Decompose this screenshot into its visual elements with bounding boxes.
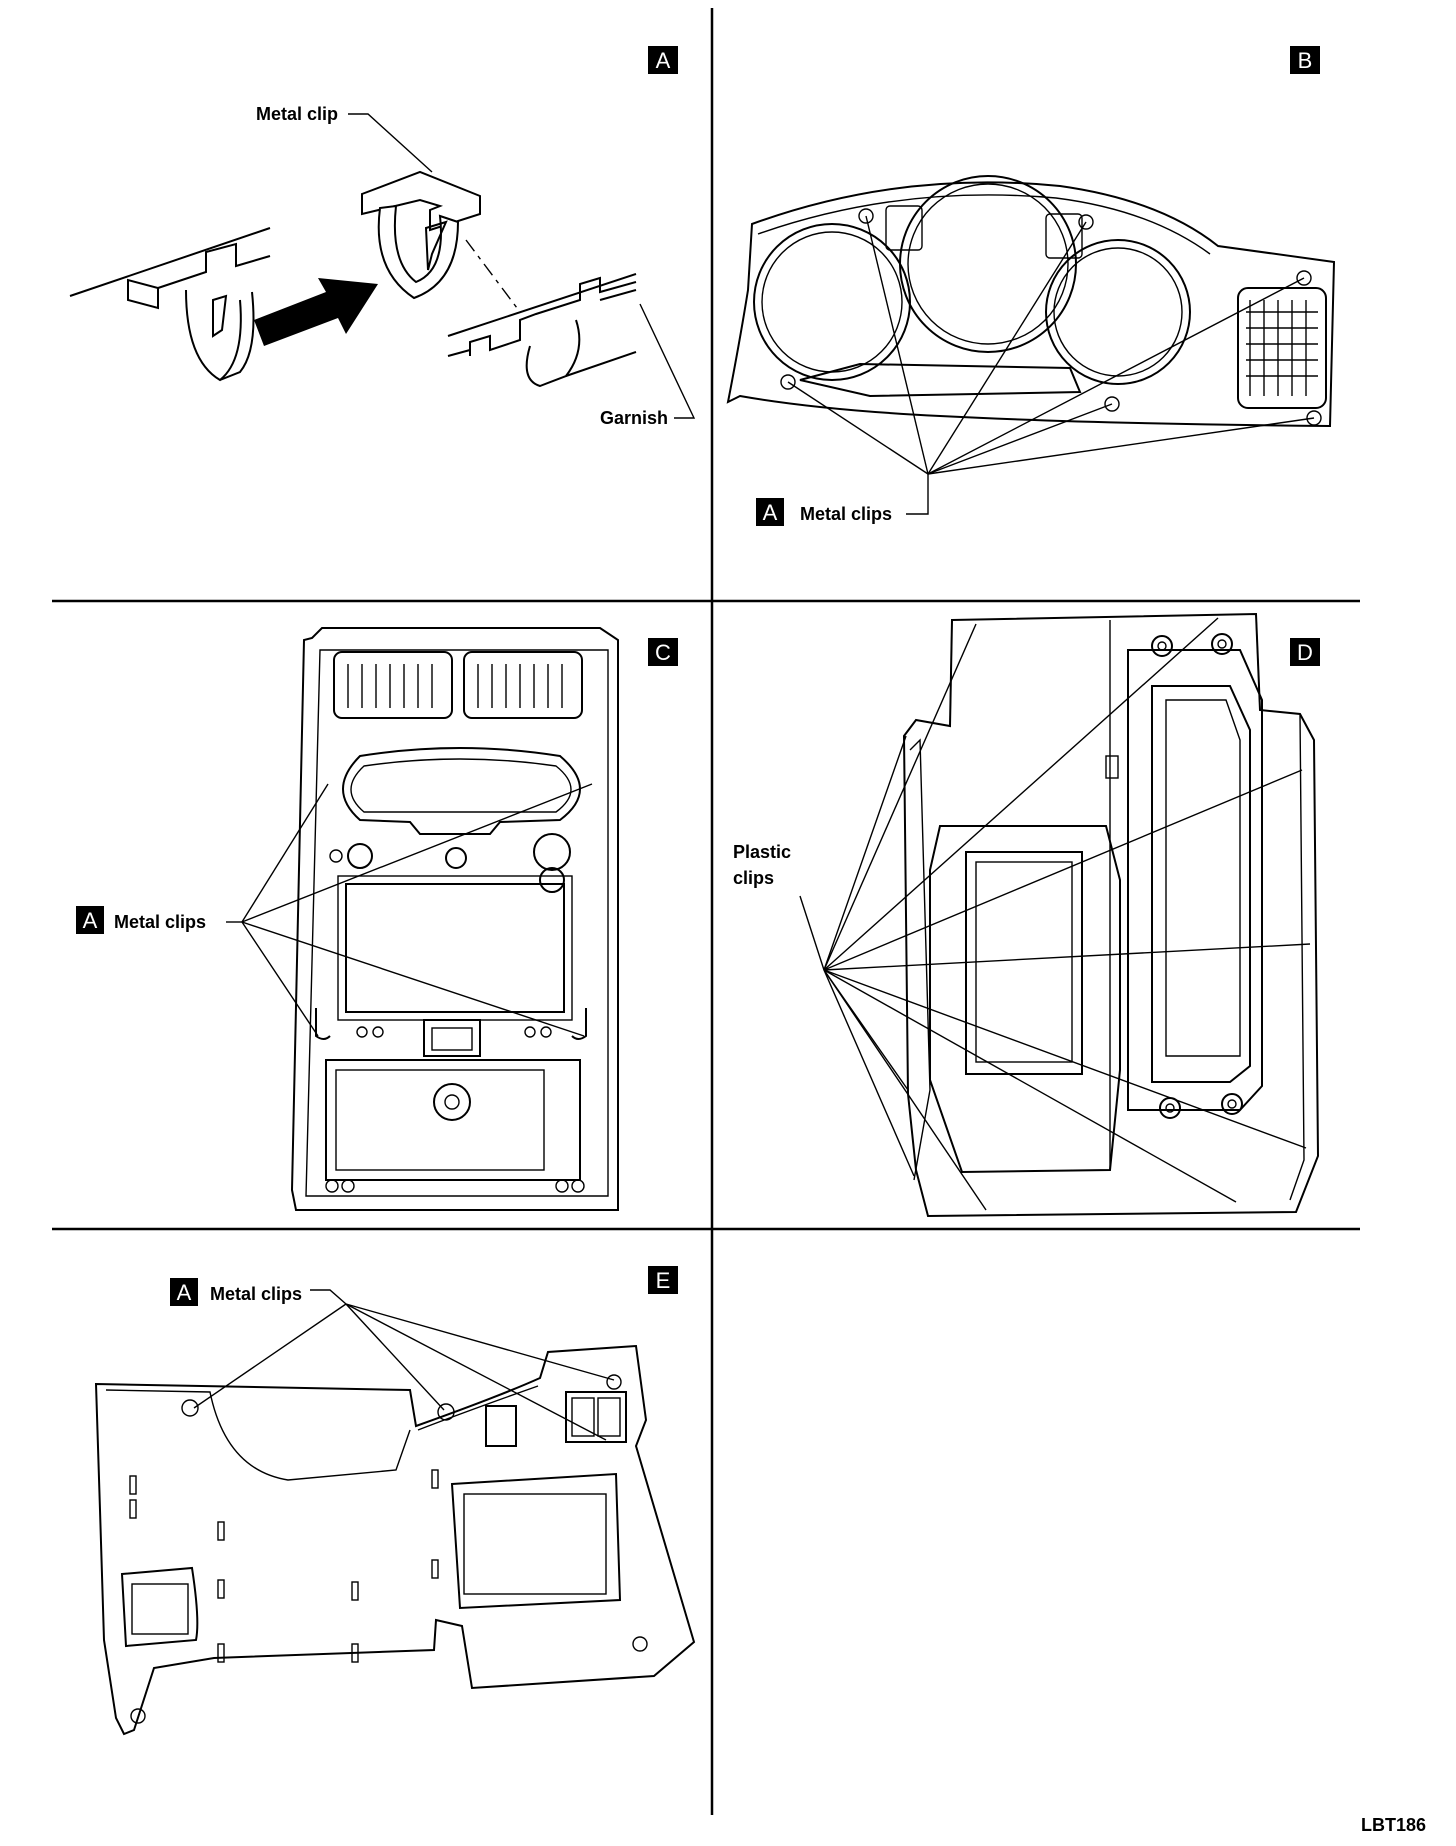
panel-b-letter: B xyxy=(1298,48,1313,73)
figure-reference-code: LBT186 xyxy=(1361,1815,1426,1835)
panel-b-badge: A xyxy=(763,500,778,525)
instrument-cluster-finisher xyxy=(726,175,1336,428)
panel-b-badge-box xyxy=(756,498,784,526)
panel-e-badge: A xyxy=(177,1280,192,1305)
panel-e-clips-callout: Metal clips xyxy=(210,1284,302,1304)
panel-d-clips-callout-2: clips xyxy=(733,868,774,888)
panel-b: B xyxy=(726,46,1336,526)
panel-c-letter: C xyxy=(655,640,671,665)
console-side-panel xyxy=(902,612,1320,1218)
panel-a-garnish-callout: Garnish xyxy=(600,408,668,428)
panel-a-clip-callout: Metal clip xyxy=(256,104,338,124)
panel-a-garnish-leader xyxy=(639,303,696,419)
panel-b-leaders xyxy=(787,215,1315,515)
panel-c-badge: A xyxy=(83,908,98,933)
panel-e: E A Metal clips xyxy=(94,1266,696,1736)
panel-a-garnish-left xyxy=(69,227,271,382)
panel-c-badge-box xyxy=(76,906,104,934)
panel-a-garnish-right xyxy=(447,273,637,388)
panel-e-badge-box xyxy=(170,1278,198,1306)
panel-d: D xyxy=(733,612,1320,1218)
center-console-finisher xyxy=(290,627,619,1211)
panel-a-metal-clip xyxy=(361,170,521,313)
panel-d-leaders xyxy=(799,617,1311,1211)
panel-e-letter: E xyxy=(656,1268,671,1293)
panel-d-letter-box xyxy=(1290,638,1320,666)
panel-e-letter-box xyxy=(648,1266,678,1294)
panel-b-clips-callout: Metal clips xyxy=(800,504,892,524)
panel-a-letter-box xyxy=(648,46,678,74)
panel-c-leaders xyxy=(226,783,593,1037)
panel-d-clips-callout-1: Plastic xyxy=(733,842,791,862)
panel-a-insert-arrow xyxy=(254,278,378,346)
panel-a-letter: A xyxy=(656,48,671,73)
panel-e-leaders xyxy=(193,1289,615,1441)
panel-d-letter: D xyxy=(1297,640,1313,665)
panel-b-letter-box xyxy=(1290,46,1320,74)
panel-c: C xyxy=(76,627,678,1211)
panel-a-clip-leader xyxy=(348,113,433,173)
panel-a: A Metal clip Gar xyxy=(69,46,696,428)
panel-c-letter-box xyxy=(648,638,678,666)
instrument-lower-panel xyxy=(94,1344,696,1736)
panel-c-clips-callout: Metal clips xyxy=(114,912,206,932)
panel-grid xyxy=(52,8,1360,1815)
